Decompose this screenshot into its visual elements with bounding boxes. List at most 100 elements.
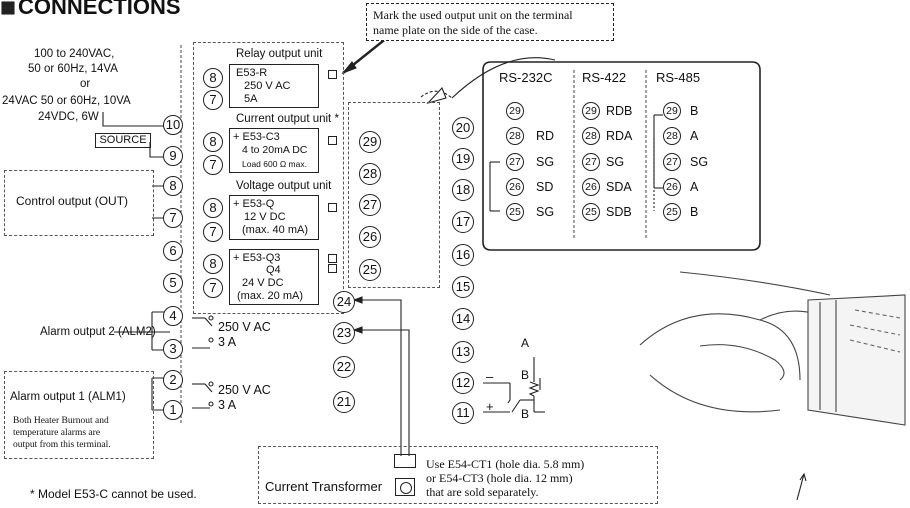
voltage-max: (max. 40 mA): [242, 224, 309, 236]
terminal-29: 29: [359, 131, 381, 153]
rs485-sig-27: SG: [690, 155, 709, 169]
heater-note-2: temperature alarms are: [13, 428, 101, 438]
mark-note-line-1: Mark the used output unit on the termina…: [373, 8, 573, 22]
relay-unit-box: E53-R 250 V AC 5A: [229, 64, 319, 108]
current-marker: [328, 136, 337, 145]
voltage-marker: [328, 203, 337, 212]
ct-note-box: [258, 446, 658, 504]
voltage-rating: 12 V DC: [244, 211, 286, 223]
sensor-plus: +: [486, 399, 494, 414]
terminal-18: 18: [452, 179, 474, 201]
current-terminal-7: 7: [203, 155, 223, 175]
rs232c-term-29: 29: [506, 102, 524, 120]
current-unit-box: + E53-C3 4 to 20mA DC Load 600 Ω max.: [229, 128, 319, 173]
rs485-term-28: 28: [663, 127, 681, 145]
terminal-11: 11: [452, 402, 474, 424]
terminal-22: 22: [333, 356, 355, 378]
sensor-b2: B: [521, 407, 530, 421]
voltage2-model-alt: Q4: [266, 264, 281, 276]
relay-marker: [328, 70, 337, 79]
sensor-b1: B: [521, 368, 530, 382]
rs422-sig-27: SG: [606, 155, 625, 169]
rs485-sig-28: A: [690, 129, 699, 143]
rs485-sig-29: B: [690, 104, 699, 118]
power-line-5: 24VDC, 6W: [38, 111, 99, 123]
rs232c-header: RS-232C: [499, 70, 553, 85]
ct-note-3: that are sold separately.: [426, 485, 539, 499]
model-note: * Model E53-C cannot be used.: [30, 487, 197, 501]
terminal-12: 12: [452, 372, 474, 394]
heater-note-1: Both Heater Burnout and: [13, 416, 109, 426]
terminal-1: 1: [163, 400, 183, 420]
rs232c-sig-25: SG: [536, 205, 555, 219]
terminal-2: 2: [163, 370, 183, 390]
current-model: + E53-C3: [233, 131, 280, 143]
source-badge: SOURCE: [95, 133, 151, 148]
relay-terminal-8: 8: [203, 68, 223, 88]
rs232c-term-28: 28: [506, 127, 524, 145]
sensor-minus: –: [486, 369, 494, 384]
terminal-20: 20: [452, 117, 474, 139]
terminal-5: 5: [163, 273, 183, 293]
ct-body: [394, 454, 416, 468]
voltage2-rating: 24 V DC: [242, 277, 284, 289]
relay-current: 5A: [244, 93, 258, 105]
comm-terminal-panel: [348, 102, 440, 288]
rs422-sig-29: RDB: [606, 104, 633, 118]
rs422-term-27: 27: [582, 153, 600, 171]
rs422-term-26: 26: [582, 178, 600, 196]
voltage2-max: (max. 20 mA): [237, 290, 304, 302]
voltage2-terminal-7: 7: [203, 278, 223, 298]
terminal-27: 27: [359, 194, 381, 216]
rs232c-term-25: 25: [506, 203, 524, 221]
alarm1-rating-a: 3 A: [218, 398, 237, 412]
alarm2-label: Alarm output 2 (ALM2): [40, 326, 156, 338]
terminal-4: 4: [163, 306, 183, 326]
page-title: CONNECTIONS: [18, 0, 181, 19]
ct-note-2: or E54-CT3 (hole dia. 12 mm): [426, 471, 573, 485]
ct-note-1: Use E54-CT1 (hole dia. 5.8 mm): [426, 457, 585, 471]
rs485-sig-25: B: [690, 205, 699, 219]
rs422-sig-25: SDB: [606, 205, 632, 219]
current-terminal-8: 8: [203, 132, 223, 152]
rs422-sig-26: SDA: [606, 180, 632, 194]
current-range: 4 to 20mA DC: [242, 144, 308, 156]
alarm1-rating-v: 250 V AC: [218, 383, 271, 397]
sensor-a: A: [521, 336, 530, 350]
source-label: SOURCE: [99, 134, 147, 146]
terminal-23: 23: [333, 322, 355, 344]
voltage2-model: + E53-Q3: [233, 252, 281, 264]
terminal-3: 3: [163, 339, 183, 359]
alarm2-rating-v: 250 V AC: [218, 320, 271, 334]
terminal-24: 24: [333, 291, 355, 313]
voltage2-unit-box: + E53-Q3 Q4 24 V DC (max. 20 mA): [229, 249, 319, 305]
rs232c-sig-28: RD: [536, 129, 555, 143]
terminal-21: 21: [333, 391, 355, 413]
terminal-6: 6: [163, 241, 183, 261]
output-unit-panel: [193, 42, 344, 314]
terminal-16: 16: [452, 244, 474, 266]
voltage-model: + E53-Q: [233, 198, 275, 210]
rs422-term-25: 25: [582, 203, 600, 221]
control-output-group: [4, 170, 154, 236]
relay-terminal-7: 7: [203, 90, 223, 110]
mark-output-note: Mark the used output unit on the termina…: [366, 3, 614, 41]
rs232c-term-27: 27: [506, 153, 524, 171]
current-load: Load 600 Ω max.: [242, 159, 307, 169]
alarm2-rating-a: 3 A: [218, 335, 237, 349]
rs422-sig-28: RDA: [606, 129, 633, 143]
terminal-26: 26: [359, 226, 381, 248]
rs485-term-26: 26: [663, 178, 681, 196]
power-line-3: or: [80, 78, 91, 90]
rs232c-term-26: 26: [506, 178, 524, 196]
power-line-4: 24VAC 50 or 60Hz, 10VA: [2, 95, 131, 107]
terminal-9: 9: [163, 146, 183, 166]
heater-note-3: output from this terminal.: [13, 440, 111, 450]
voltage-terminal-7: 7: [203, 222, 223, 242]
terminal-13: 13: [452, 341, 474, 363]
rs485-header: RS-485: [656, 70, 701, 85]
alarm1-group: [4, 371, 154, 459]
rs485-term-25: 25: [663, 203, 681, 221]
terminal-14: 14: [452, 308, 474, 330]
